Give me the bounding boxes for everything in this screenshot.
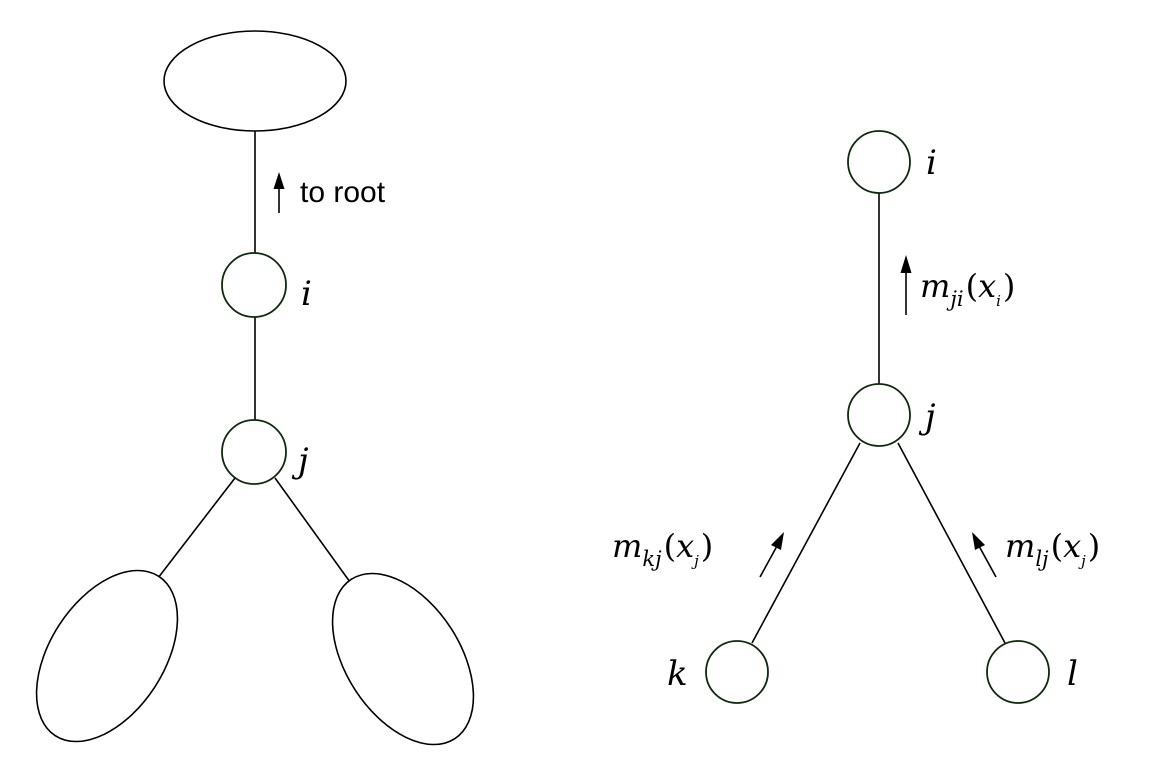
message-kj-label: mkj(xj) [612,527,713,571]
right-node-k-label: k [667,654,688,694]
left-node-i-label: i [301,274,312,314]
left-lower-left-subtree-ellipse [35,569,179,743]
message-ji-label: mji(xi) [920,267,1015,311]
left-edge-j-to-right-subtree [274,477,351,583]
left-tree: i j to root [35,30,475,746]
left-edge-j-to-left-subtree [157,477,236,579]
right-node-i-label: i [926,143,937,183]
message-kj-arrow-icon [759,532,784,578]
right-node-i [847,130,911,194]
right-node-j [847,383,911,447]
left-node-j [221,419,287,485]
to-root-arrow-icon [273,172,285,213]
left-lower-right-subtree-ellipse [331,572,475,746]
right-node-l-label: l [1067,654,1078,694]
message-ji-arrow-icon [900,255,912,315]
left-node-i [221,252,287,318]
right-edge-j-to-l [897,442,1006,644]
to-root-label: to root [300,176,386,209]
right-node-j-label: j [918,397,936,437]
message-lj-label: mlj(xj) [1005,527,1100,571]
left-root-subtree-ellipse [163,30,347,132]
left-node-j-label: j [291,441,309,481]
message-lj-arrow-icon [972,532,997,578]
right-edge-j-to-k [751,442,861,644]
right-node-l [986,640,1050,704]
right-tree: i j k l mji(xi) mkj(xj) mlj(xj) [612,130,1100,704]
right-node-k [705,640,769,704]
